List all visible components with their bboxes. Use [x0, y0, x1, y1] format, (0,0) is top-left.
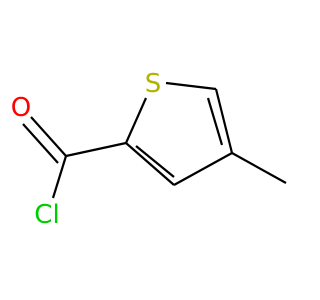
bond-s-c2 — [124, 97, 148, 144]
bond-carbonyl-chlorine — [51, 155, 68, 199]
bond-c5-s — [165, 81, 217, 91]
bond-c3-c4 — [173, 152, 233, 186]
bond-c4-c5 — [214, 88, 234, 154]
bond-carbonyl-oxygen-second — [22, 123, 59, 164]
bond-carbonyl-oxygen — [30, 116, 67, 157]
molecule-structure: S O Cl — [11, 69, 287, 230]
bond-c4-methyl — [231, 152, 287, 184]
bond-c2-c3-inner — [135, 145, 175, 178]
bond-c2-c3 — [125, 142, 175, 186]
bond-c4-c5-inner — [206, 97, 224, 146]
chlorine-atom-label: Cl — [34, 200, 59, 230]
bond-c2-carbonyl — [65, 141, 127, 158]
sulfur-atom-label: S — [145, 69, 162, 99]
oxygen-atom-label: O — [11, 93, 31, 123]
